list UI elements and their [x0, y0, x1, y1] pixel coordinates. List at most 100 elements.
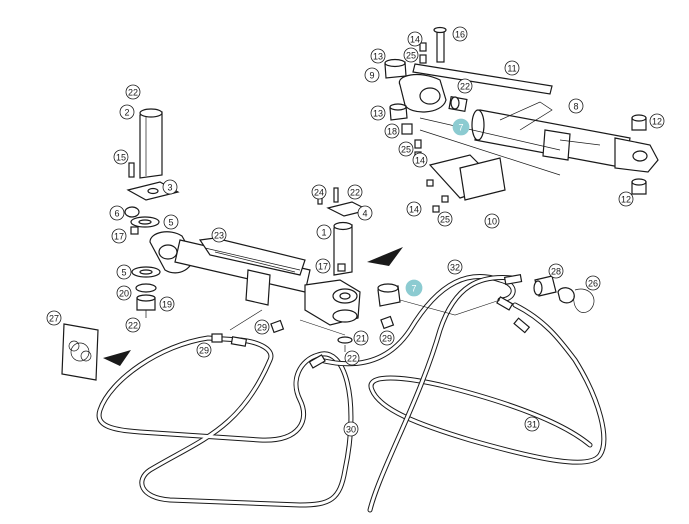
svg-text:12: 12: [652, 117, 662, 127]
svg-text:10: 10: [487, 217, 497, 227]
svg-text:13: 13: [373, 109, 383, 119]
svg-text:7: 7: [411, 284, 416, 294]
callout-18-37[interactable]: 18: [384, 123, 400, 139]
right-cylinder-assembly: [384, 26, 659, 213]
callout-9-30[interactable]: 9: [364, 67, 380, 83]
callout-22-1[interactable]: 22: [125, 84, 141, 100]
svg-text:27: 27: [49, 314, 59, 324]
svg-text:16: 16: [455, 30, 465, 40]
svg-text:17: 17: [114, 232, 124, 242]
svg-text:5: 5: [168, 218, 173, 228]
svg-text:18: 18: [387, 127, 397, 137]
svg-text:14: 14: [409, 205, 419, 215]
callout-17-16[interactable]: 17: [315, 258, 331, 274]
svg-text:25: 25: [440, 215, 450, 225]
svg-text:28: 28: [551, 267, 561, 277]
svg-text:15: 15: [116, 153, 126, 163]
svg-text:22: 22: [347, 354, 357, 364]
callout-6-4[interactable]: 6: [109, 205, 125, 221]
callout-27-26[interactable]: 27: [46, 310, 62, 326]
callout-7-40[interactable]: 7: [452, 118, 470, 136]
callout-30-27[interactable]: 30: [343, 421, 359, 437]
svg-text:22: 22: [128, 88, 138, 98]
svg-text:4: 4: [362, 209, 367, 219]
callout-29-19[interactable]: 29: [196, 342, 212, 358]
callout-14-44[interactable]: 14: [406, 201, 422, 217]
callout-29-18[interactable]: 29: [254, 319, 270, 335]
svg-text:31: 31: [527, 420, 537, 430]
callout-12-42[interactable]: 12: [649, 113, 665, 129]
hose-32: [317, 274, 516, 513]
callout-13-36[interactable]: 13: [370, 105, 386, 121]
svg-text:12: 12: [621, 195, 631, 205]
svg-text:19: 19: [162, 300, 172, 310]
svg-text:22: 22: [350, 188, 360, 198]
svg-text:17: 17: [318, 262, 328, 272]
callout-22-13[interactable]: 22: [347, 184, 363, 200]
svg-text:2: 2: [124, 108, 129, 118]
callout-3-3[interactable]: 3: [162, 179, 178, 195]
svg-text:21: 21: [356, 334, 366, 344]
callout-21-20[interactable]: 21: [353, 330, 369, 346]
callout-22-10[interactable]: 22: [125, 317, 141, 333]
callout-8-41[interactable]: 8: [568, 98, 584, 114]
callout-15-2[interactable]: 15: [113, 149, 129, 165]
callout-12-43[interactable]: 12: [618, 191, 634, 207]
callout-25-38[interactable]: 25: [398, 141, 414, 157]
hose-30: [96, 335, 354, 508]
svg-text:29: 29: [199, 346, 209, 356]
callout-16-33[interactable]: 16: [452, 26, 468, 42]
callout-1-15[interactable]: 1: [316, 224, 332, 240]
svg-text:7: 7: [458, 123, 463, 133]
callout-5-7[interactable]: 5: [116, 264, 132, 280]
svg-text:29: 29: [382, 334, 392, 344]
callout-20-8[interactable]: 20: [116, 285, 132, 301]
svg-text:8: 8: [573, 102, 578, 112]
svg-text:24: 24: [314, 188, 324, 198]
callout-32-23[interactable]: 32: [447, 259, 463, 275]
callout-10-46[interactable]: 10: [484, 213, 500, 229]
callout-22-21[interactable]: 22: [344, 350, 360, 366]
callout-14-39[interactable]: 14: [412, 152, 428, 168]
callout-13-29[interactable]: 13: [370, 48, 386, 64]
callout-7-17[interactable]: 7: [405, 279, 423, 297]
svg-text:29: 29: [257, 323, 267, 333]
callout-24-12[interactable]: 24: [311, 184, 327, 200]
svg-text:22: 22: [460, 82, 470, 92]
coupler-assembly: [533, 275, 595, 313]
svg-text:13: 13: [373, 52, 383, 62]
callout-29-22[interactable]: 29: [379, 330, 395, 346]
callout-23-11[interactable]: 23: [211, 227, 227, 243]
callout-19-9[interactable]: 19: [159, 296, 175, 312]
callout-25-31[interactable]: 25: [403, 47, 419, 63]
left-cylinder-assembly: [124, 108, 501, 352]
svg-text:23: 23: [214, 231, 224, 241]
callout-17-6[interactable]: 17: [111, 228, 127, 244]
svg-text:20: 20: [119, 289, 129, 299]
callout-22-35[interactable]: 22: [457, 78, 473, 94]
svg-text:25: 25: [406, 51, 416, 61]
svg-text:5: 5: [121, 268, 126, 278]
callout-11-34[interactable]: 11: [504, 60, 520, 76]
callout-26-25[interactable]: 26: [585, 275, 601, 291]
arrow-right-icon: [367, 247, 403, 266]
callout-28-24[interactable]: 28: [548, 263, 564, 279]
svg-text:6: 6: [114, 209, 119, 219]
callout-25-45[interactable]: 25: [437, 211, 453, 227]
callout-5-5[interactable]: 5: [163, 214, 179, 230]
svg-text:32: 32: [450, 263, 460, 273]
hose-31: [368, 302, 607, 465]
svg-text:11: 11: [507, 64, 516, 74]
svg-text:1: 1: [321, 228, 326, 238]
hose-fittings: [211, 273, 531, 369]
svg-text:25: 25: [401, 145, 411, 155]
callout-31-28[interactable]: 31: [524, 416, 540, 432]
callout-4-14[interactable]: 4: [357, 205, 373, 221]
callout-14-32[interactable]: 14: [407, 31, 423, 47]
svg-text:14: 14: [410, 35, 420, 45]
svg-text:3: 3: [167, 183, 172, 193]
callout-2-0[interactable]: 2: [119, 104, 135, 120]
